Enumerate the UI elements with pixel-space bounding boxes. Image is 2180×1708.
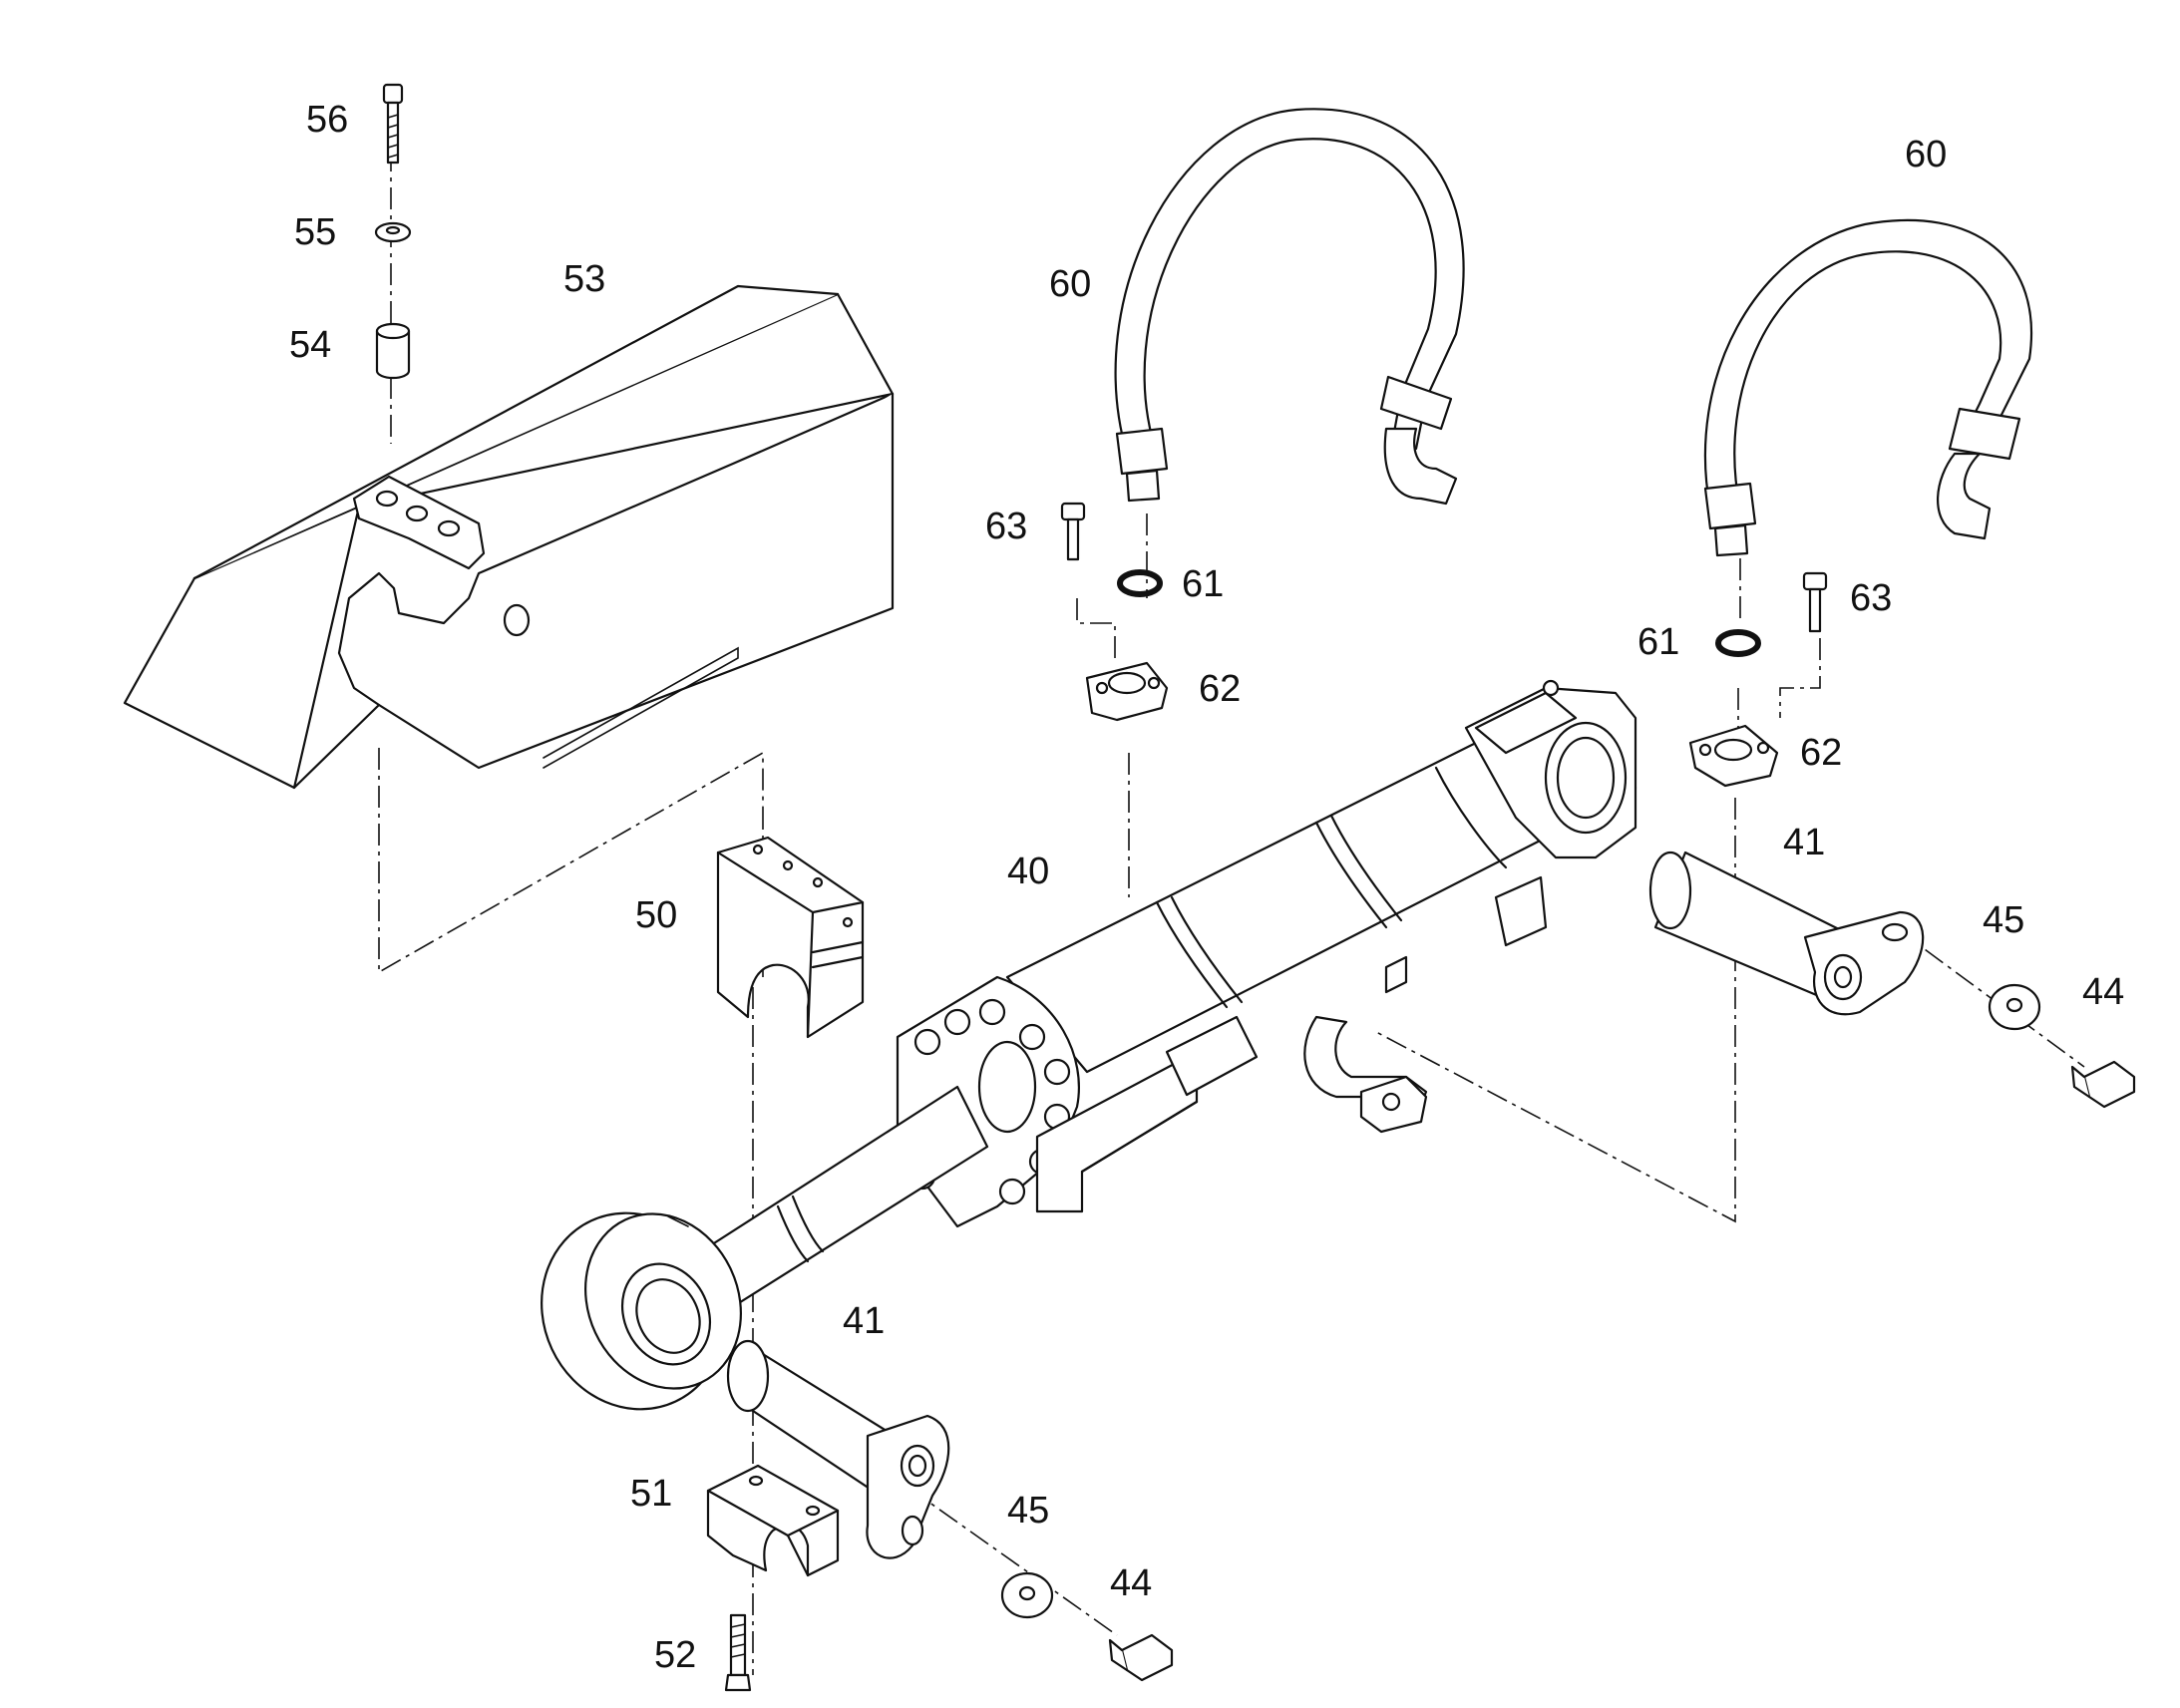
callout-41-left: 41 [843,1300,885,1342]
callout-60-right: 60 [1905,134,1947,175]
o-ring-61-left [1117,569,1163,597]
clamp-51 [706,1464,840,1577]
bolt-56 [382,83,404,165]
bolt-52 [724,1613,752,1692]
callout-41-right: 41 [1783,822,1825,863]
flange-clamp-62-right [1688,724,1779,788]
callout-61-right: 61 [1637,621,1679,663]
washer-45-right [1988,983,2041,1031]
hose-60-right [1703,218,2033,557]
callout-52: 52 [654,1634,696,1676]
callout-labels: 56 55 54 53 60 60 63 63 61 61 62 62 40 5… [289,99,2124,1676]
flange-clamp-62-left [1085,661,1169,722]
callout-53: 53 [563,258,605,300]
callout-40: 40 [1007,851,1049,892]
callout-62-right: 62 [1800,732,1842,774]
cover-53 [123,284,895,790]
bolt-63-right [1802,571,1828,633]
hydraulic-cylinder-40 [541,679,1637,1411]
pin-41-right [1648,851,1925,1016]
spacer-54 [375,322,411,380]
bolt-44-right [2070,1060,2136,1109]
callout-45-left: 45 [1007,1490,1049,1532]
washer-55 [374,221,412,243]
callout-50: 50 [635,894,677,936]
callout-63-left: 63 [985,506,1027,547]
callout-56: 56 [306,99,348,141]
bolt-63-left [1060,502,1086,561]
callout-51: 51 [630,1473,672,1515]
callout-44-left: 44 [1110,1562,1152,1604]
bolt-44-left [1108,1633,1174,1682]
callout-60-left: 60 [1049,263,1091,305]
o-ring-61-right [1715,629,1761,657]
callout-63-right: 63 [1850,577,1892,619]
pin-41-left [726,1339,950,1559]
callout-45-right: 45 [1983,899,2024,941]
callout-62-left: 62 [1199,668,1241,710]
hose-60-left [1114,108,1465,506]
callout-54: 54 [289,324,331,366]
callout-61-left: 61 [1182,563,1224,605]
callout-44-right: 44 [2082,971,2124,1013]
bracket-50 [716,836,865,1039]
callout-55: 55 [294,211,336,253]
washer-45-left [1000,1571,1054,1619]
